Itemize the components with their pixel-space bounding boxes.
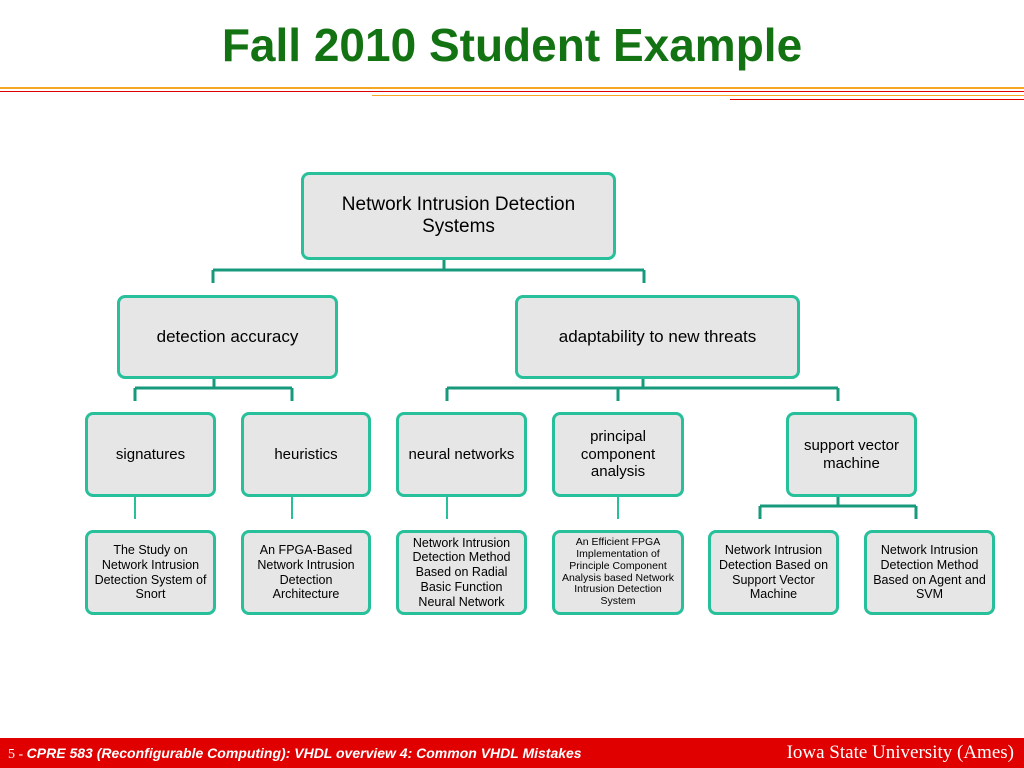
title-rule-orange-mid bbox=[372, 95, 1024, 96]
node-signatures: signatures bbox=[85, 412, 216, 497]
node-detection-accuracy-label: detection accuracy bbox=[156, 326, 299, 346]
node-heuristics-label: heuristics bbox=[274, 445, 338, 463]
node-paper-fpga-nids-label: An FPGA-Based Network Intrusion Detectio… bbox=[257, 543, 355, 602]
node-paper-svm-label: Network Intrusion Detection Based on Sup… bbox=[718, 543, 829, 602]
page-number: 5 bbox=[8, 747, 15, 762]
title-rule-orange-left bbox=[0, 87, 1024, 89]
slide-title: Fall 2010 Student Example bbox=[221, 19, 803, 71]
page-separator: - bbox=[15, 747, 27, 762]
node-pca: principal component analysis bbox=[552, 412, 684, 497]
footer-left: 5 - CPRE 583 (Reconfigurable Computing):… bbox=[8, 745, 582, 763]
university-name: Iowa State University (Ames) bbox=[786, 742, 1014, 763]
course-title: CPRE 583 (Reconfigurable Computing): VHD… bbox=[26, 745, 582, 761]
node-paper-fpga-nids: An FPGA-Based Network Intrusion Detectio… bbox=[241, 530, 371, 615]
node-paper-rbf: Network Intrusion Detection Method Based… bbox=[396, 530, 527, 615]
node-signatures-label: signatures bbox=[115, 445, 186, 463]
node-paper-pca-fpga: An Efficient FPGA Implementation of Prin… bbox=[552, 530, 684, 615]
connector-root bbox=[211, 246, 646, 283]
node-adaptability-label: adaptability to new threats bbox=[558, 326, 757, 346]
node-heuristics: heuristics bbox=[241, 412, 371, 497]
node-paper-snort: The Study on Network Intrusion Detection… bbox=[85, 530, 216, 615]
connector-svm bbox=[758, 492, 918, 519]
title-rule-red-left bbox=[0, 91, 1024, 92]
node-paper-svm: Network Intrusion Detection Based on Sup… bbox=[708, 530, 839, 615]
node-paper-rbf-label: Network Intrusion Detection Method Based… bbox=[412, 535, 511, 609]
node-svm: support vector machine bbox=[786, 412, 917, 497]
title-rule-red-right bbox=[730, 99, 1024, 100]
node-adaptability: adaptability to new threats bbox=[515, 295, 800, 379]
node-neural-networks: neural networks bbox=[396, 412, 527, 497]
footer-bar: 5 - CPRE 583 (Reconfigurable Computing):… bbox=[0, 738, 1024, 768]
node-root: Network Intrusion Detection Systems bbox=[301, 172, 616, 260]
node-pca-label: principal component analysis bbox=[580, 427, 656, 481]
node-paper-agent-svm-label: Network Intrusion Detection Method Based… bbox=[873, 543, 986, 602]
node-neural-networks-label: neural networks bbox=[408, 445, 515, 463]
node-svm-label: support vector machine bbox=[803, 436, 900, 472]
node-paper-snort-label: The Study on Network Intrusion Detection… bbox=[94, 543, 207, 602]
node-paper-agent-svm: Network Intrusion Detection Method Based… bbox=[864, 530, 995, 615]
node-paper-pca-fpga-label: An Efficient FPGA Implementation of Prin… bbox=[561, 536, 675, 607]
node-root-label: Network Intrusion Detection Systems bbox=[341, 193, 576, 237]
node-detection-accuracy: detection accuracy bbox=[117, 295, 338, 379]
